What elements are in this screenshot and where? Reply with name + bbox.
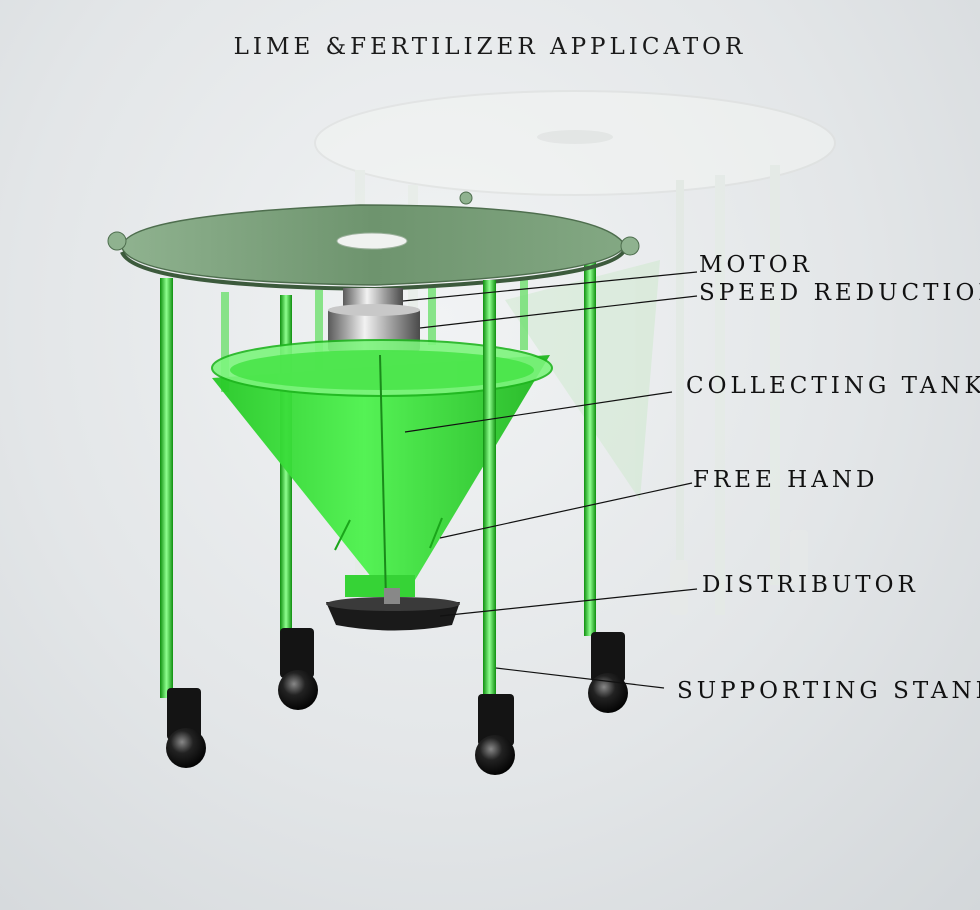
leader-lines (402, 271, 698, 689)
label-motor: MOTOR (699, 252, 813, 278)
label-distributor: DISTRIBUTOR (702, 572, 919, 598)
front-legs (160, 278, 496, 700)
diagram-title: LIME &FERTILIZER APPLICATOR (233, 34, 747, 60)
label-collecting-tank: COLLECTING TANK (686, 373, 980, 399)
label-supporting-stand: SUPPORTING STAND (677, 678, 980, 704)
top-plate (107, 191, 640, 292)
collecting-tank (211, 339, 553, 601)
distributor (326, 588, 460, 631)
label-speed-reduction: SPEED REDUCTION (699, 280, 980, 306)
label-free-hand: FREE HAND (693, 467, 879, 493)
leg-feet (166, 628, 628, 775)
